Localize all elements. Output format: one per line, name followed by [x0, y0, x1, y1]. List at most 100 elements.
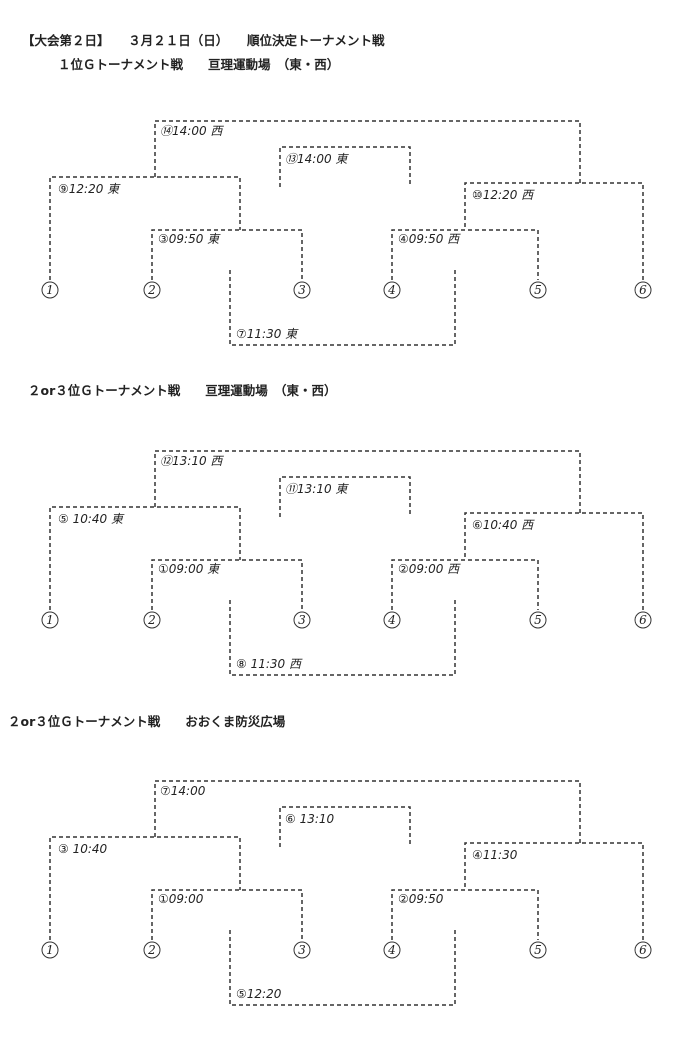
header-line-1: 【大会第２日】 ３月２１日（日） 順位決定トーナメント戦 [22, 33, 385, 48]
team-number: 5 [534, 283, 542, 297]
team-number: 3 [298, 613, 306, 627]
match-label-a: ①09:00 [158, 892, 204, 906]
team-slot-3: 3 [293, 941, 311, 959]
bracket-line [49, 506, 241, 610]
bracket-line [391, 559, 539, 610]
team-number: 5 [534, 613, 542, 627]
bracket-line [154, 120, 581, 183]
match-label-b: ②09:00 西 [398, 562, 461, 576]
match-label-e: ⑩12:20 西 [472, 188, 535, 202]
team-number: 2 [147, 283, 156, 297]
team-slot-1: 1 [41, 611, 59, 629]
section-2-title: ２or３位Ｇトーナメント戦 亘理運動場 （東・西） [28, 383, 337, 398]
section-3-title: ２or３位Ｇトーナメント戦 おおくま防災広場 [8, 714, 286, 729]
bracket-line [229, 930, 456, 1006]
team-number: 2 [147, 943, 156, 957]
team-slot-2: 2 [143, 281, 161, 299]
team-slot-6: 6 [634, 941, 652, 959]
match-label-g: ⑫13:10 西 [160, 454, 224, 468]
bracket-line [391, 229, 539, 280]
team-slot-5: 5 [529, 611, 547, 629]
team-slot-4: 4 [383, 611, 401, 629]
team-number: 6 [639, 943, 647, 957]
match-label-g: ⑦14:00 [160, 784, 206, 798]
team-slot-5: 5 [529, 281, 547, 299]
team-slot-1: 1 [41, 281, 59, 299]
team-slot-1: 1 [41, 941, 59, 959]
team-slot-2: 2 [143, 941, 161, 959]
bracket-2or3-group-watari: 1 2 3 4 5 6 ①09:00 東 ②09:00 西 ⑧ 11:30 西 ⑤ 10:40 東… [0, 435, 674, 685]
match-label-a: ③09:50 東 [158, 232, 221, 246]
match-label-e: ④11:30 [472, 848, 518, 862]
team-circle [41, 281, 59, 299]
team-circle [293, 281, 311, 299]
team-number: 6 [639, 613, 647, 627]
bracket-line [464, 182, 644, 280]
match-label-e: ⑥10:40 西 [472, 518, 535, 532]
team-number: 3 [298, 943, 306, 957]
team-circle [634, 611, 652, 629]
team-circle [383, 941, 401, 959]
team-circle [41, 941, 59, 959]
team-number: 4 [387, 943, 396, 957]
team-number: 1 [46, 943, 54, 957]
team-circle [143, 941, 161, 959]
bracket-line [279, 476, 411, 517]
team-number: 5 [534, 943, 542, 957]
team-circle [41, 611, 59, 629]
team-slot-6: 6 [634, 611, 652, 629]
team-circle [529, 941, 547, 959]
bracket-line [49, 836, 241, 940]
team-slot-2: 2 [143, 611, 161, 629]
bracket-line [464, 842, 644, 940]
bracket-line [151, 229, 303, 280]
match-label-b: ②09:50 [398, 892, 444, 906]
team-slot-3: 3 [293, 281, 311, 299]
match-label-f: ⑬14:00 東 [285, 152, 349, 166]
match-label-a: ①09:00 東 [158, 562, 221, 576]
match-label-d: ⑨12:20 東 [58, 182, 121, 196]
team-number: 3 [298, 283, 306, 297]
team-slot-3: 3 [293, 611, 311, 629]
bracket-line [49, 176, 241, 280]
team-circle [143, 281, 161, 299]
match-label-b: ④09:50 西 [398, 232, 461, 246]
header-line-2: １位Ｇトーナメント戦 亘理運動場 （東・西） [58, 57, 340, 72]
team-circle [293, 611, 311, 629]
match-label-f: ⑪13:10 東 [285, 482, 349, 496]
match-label-d: ⑤ 10:40 東 [58, 512, 125, 526]
match-label-f: ⑥ 13:10 [285, 812, 335, 826]
team-number: 4 [387, 283, 396, 297]
team-circle [634, 281, 652, 299]
bracket-line [464, 512, 644, 610]
bracket-line [229, 270, 456, 346]
team-slot-4: 4 [383, 281, 401, 299]
team-circle [383, 281, 401, 299]
team-slot-5: 5 [529, 941, 547, 959]
bracket-1st-group: 1 2 3 4 5 6 ③09:50 東 ④09:50 西 ⑦11:30 東 ⑨12:20 東 ⑩1… [0, 105, 674, 355]
match-label-c: ⑦11:30 東 [236, 327, 299, 341]
team-number: 6 [639, 283, 647, 297]
match-label-c: ⑧ 11:30 西 [236, 657, 303, 671]
team-circle [634, 941, 652, 959]
team-circle [143, 611, 161, 629]
bracket-line [154, 780, 581, 843]
bracket-diagram: 1 2 3 4 5 6 ③09:50 東 ④09:50 西 ⑦11:30 東 ⑨12:20 東 ⑩1… [41, 120, 652, 346]
team-circle [293, 941, 311, 959]
team-slot-6: 6 [634, 281, 652, 299]
match-label-d: ③ 10:40 [58, 842, 108, 856]
bracket-line [279, 146, 411, 187]
bracket-diagram: 1 2 3 4 5 6 ①09:00 東 ②09:00 西 ⑧ 11:30 西 ⑤ 10:40 東… [41, 450, 652, 676]
team-number: 4 [387, 613, 396, 627]
team-number: 2 [147, 613, 156, 627]
team-circle [529, 281, 547, 299]
team-circle [529, 611, 547, 629]
match-label-g: ⑭14:00 西 [160, 124, 224, 138]
bracket-line [154, 450, 581, 513]
team-circle [383, 611, 401, 629]
bracket-line [391, 889, 539, 940]
team-slot-4: 4 [383, 941, 401, 959]
bracket-line [279, 806, 411, 847]
